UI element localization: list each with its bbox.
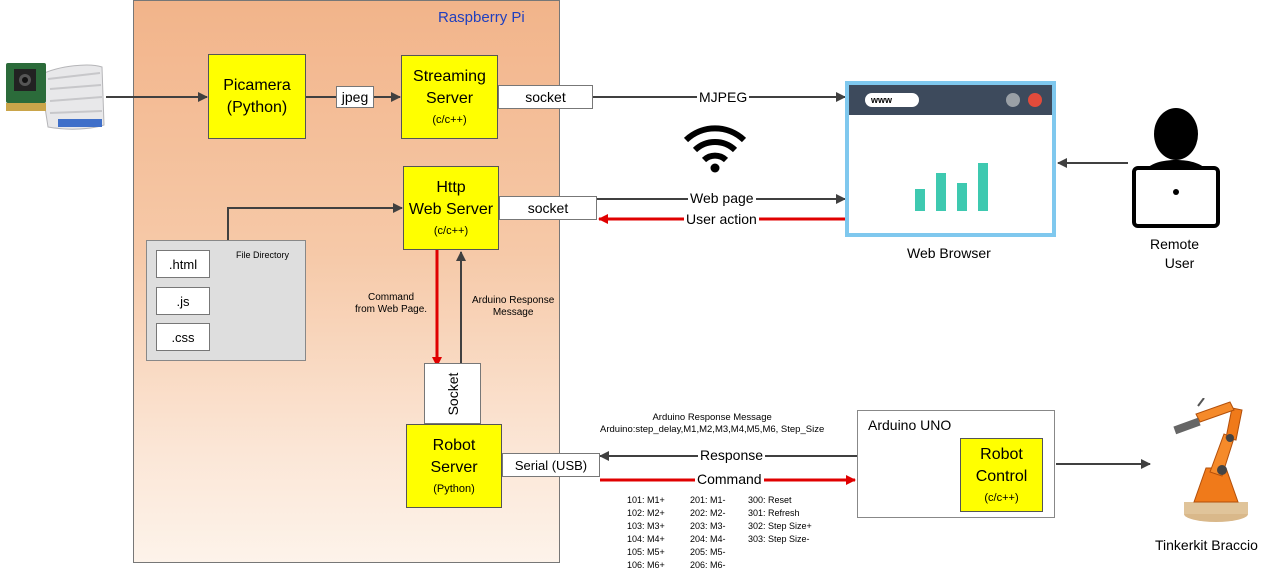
wifi-icon	[683, 125, 747, 173]
remote-user-line1: Remote	[1150, 236, 1200, 252]
http-server-line2: Web Server	[408, 201, 494, 218]
web-browser-window: www	[845, 81, 1056, 237]
css-file: .css	[156, 323, 210, 351]
arduino-uno-title: Arduino UNO	[868, 417, 952, 433]
code-item: 302: Step Size+	[748, 521, 812, 531]
web-browser-label: Web Browser	[907, 245, 991, 261]
filedir-to-http-arrow	[227, 203, 403, 240]
html-file: .html	[156, 250, 210, 278]
jpeg-label: jpeg	[336, 86, 374, 108]
code-item: 203: M3-	[690, 521, 726, 531]
streaming-server-line1: Streaming	[413, 68, 486, 85]
http-socket-box: socket	[499, 196, 597, 220]
code-item: 104: M4+	[627, 534, 665, 544]
code-item: 303: Step Size-	[748, 534, 810, 544]
web-page-label: Web page	[688, 190, 756, 206]
robot-socket-label: Socket	[444, 372, 461, 415]
command-label-line1: Command	[367, 292, 415, 303]
command-codes-col1: 101: M1+ 102: M2+ 103: M3+ 104: M4+ 105:…	[627, 494, 665, 572]
stream-socket-box: socket	[498, 85, 593, 109]
code-item: 201: M1-	[690, 495, 726, 505]
robot-server-lang: (Python)	[433, 483, 475, 495]
user-action-label: User action	[684, 211, 759, 227]
streaming-server-box: Streaming Server (c/c++)	[401, 55, 498, 139]
http-server-line1: Http	[436, 179, 466, 196]
command-codes-col2: 201: M1- 202: M2- 203: M3- 204: M4- 205:…	[690, 494, 726, 572]
file-directory-title: File Directory	[236, 250, 290, 260]
remote-user-icon	[1128, 96, 1224, 232]
robot-socket-box: Socket	[424, 363, 481, 424]
robot-control-line2: Control	[975, 468, 1028, 485]
close-icon	[1028, 93, 1042, 107]
command-arrow-label: Command	[695, 471, 764, 487]
http-server-lang: (c/c++)	[433, 225, 469, 237]
code-item: 301: Refresh	[748, 508, 800, 518]
minimize-icon	[1006, 93, 1020, 107]
file-directory-box: File Directory .html .js .css	[146, 240, 306, 361]
robot-server-box: Robot Server (Python)	[406, 424, 502, 508]
robot-control-line1: Robot	[980, 446, 1023, 463]
code-item: 101: M1+	[627, 495, 665, 505]
arduino-message-label: Arduino Response Message Arduino:step_de…	[600, 412, 824, 436]
http-server-box: Http Web Server (c/c++)	[403, 166, 499, 250]
serial-usb-box: Serial (USB)	[502, 453, 600, 477]
bar-chart-icon	[915, 163, 988, 211]
streaming-server-line2: Server	[425, 90, 474, 107]
command-from-web-label: Command from Web Page.	[355, 292, 427, 316]
code-item: 205: M5-	[690, 547, 726, 557]
response-label: Response	[698, 447, 766, 463]
code-item: 300: Reset	[748, 495, 792, 505]
picamera-label: Picamera	[223, 76, 291, 94]
raspberry-pi-title: Raspberry Pi	[438, 9, 525, 26]
code-item: 206: M6-	[690, 560, 726, 570]
code-item: 103: M3+	[627, 521, 665, 531]
remote-user-label: Remote User	[1150, 236, 1199, 271]
remote-user-line2: User	[1164, 255, 1195, 271]
code-item: 105: M5+	[627, 547, 665, 557]
arduino-response-label: Arduino Response Message	[472, 295, 554, 319]
robot-control-lang: (c/c++)	[984, 492, 1019, 504]
picamera-module-image	[6, 63, 105, 130]
arduino-response-line2: Message	[492, 307, 534, 318]
picamera-lang: (Python)	[226, 98, 288, 116]
picamera-box: Picamera (Python)	[208, 54, 306, 139]
robot-server-line1: Robot	[432, 437, 476, 454]
arduino-message-line2: Arduino:step_delay,M1,M2,M3,M4,M5,M6, St…	[600, 424, 825, 435]
streaming-server-lang: (c/c++)	[432, 114, 467, 126]
arduino-response-line1: Arduino Response	[472, 295, 555, 306]
js-file: .js	[156, 287, 210, 315]
command-label-line2: from Web Page.	[355, 304, 428, 315]
code-item: 204: M4-	[690, 534, 726, 544]
browser-url-bar: www	[865, 93, 919, 107]
arduino-message-line1: Arduino Response Message	[652, 412, 772, 423]
command-codes-col3: 300: Reset 301: Refresh 302: Step Size+ …	[748, 494, 812, 546]
mjpeg-label: MJPEG	[697, 89, 750, 105]
code-item: 106: M6+	[627, 560, 665, 570]
robot-arm-image	[1173, 398, 1248, 522]
tinkerkit-label: Tinkerkit Braccio	[1155, 537, 1258, 553]
robot-server-line2: Server	[430, 459, 478, 476]
code-item: 102: M2+	[627, 508, 665, 518]
browser-title-bar: www	[849, 85, 1052, 115]
robot-control-box: Robot Control (c/c++)	[960, 438, 1043, 512]
code-item: 202: M2-	[690, 508, 726, 518]
